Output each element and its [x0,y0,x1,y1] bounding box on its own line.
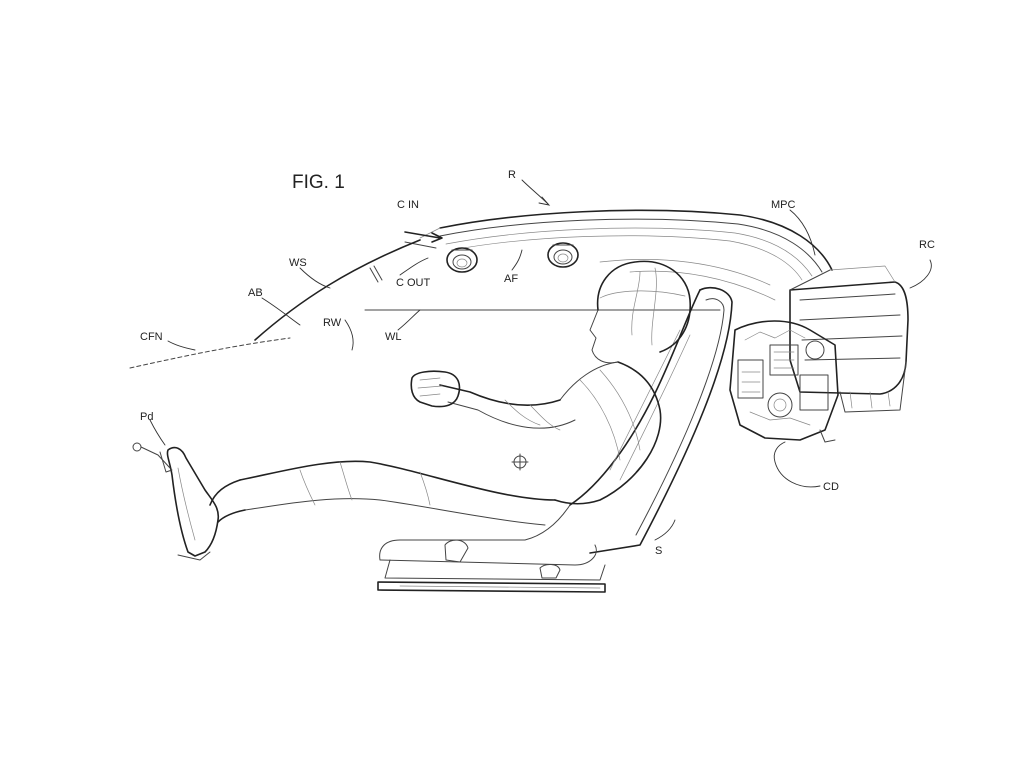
label-rc: RC [919,239,935,251]
label-c-in: C IN [397,199,419,211]
pedal [133,443,172,472]
label-s: S [655,545,662,557]
rear-cooling-module [790,266,908,412]
label-r: R [508,169,516,181]
roof-structure [420,210,832,300]
air-vent-front [447,248,477,272]
label-wl: WL [385,331,402,343]
label-cd: CD [823,481,839,493]
seat [378,288,732,592]
label-pd: Pd [140,411,153,423]
driver-figure [167,261,690,560]
figure-title: FIG. 1 [292,172,345,193]
air-inlet-arrows [405,232,442,248]
label-ws: WS [289,257,307,269]
label-c-out: C OUT [396,277,431,289]
label-rw: RW [323,317,342,329]
air-vent-rear [548,243,578,267]
label-af: AF [504,273,518,285]
label-mpc: MPC [771,199,796,211]
label-cfn: CFN [140,331,163,343]
label-ab: AB [248,287,263,299]
